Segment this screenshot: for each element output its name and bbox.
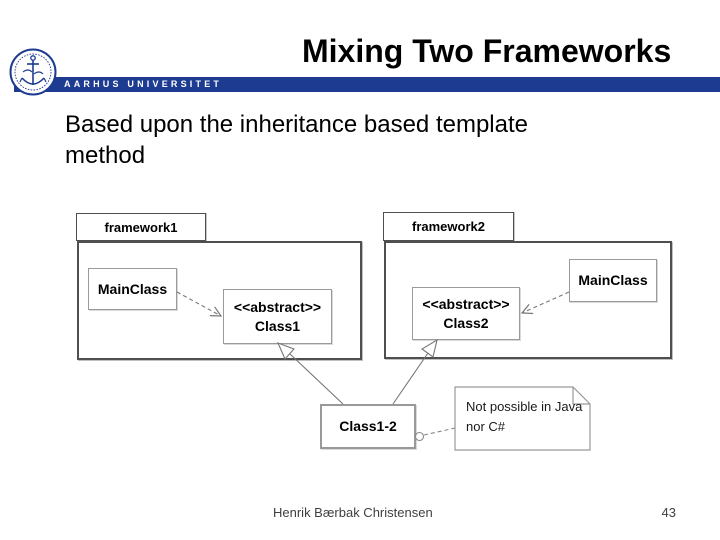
class-box-class1: <<abstract>> Class1	[223, 289, 332, 344]
seal-inner-ring	[14, 53, 52, 91]
class-box-class1-2: Class1-2	[320, 404, 416, 449]
note-anchor-circle-icon	[414, 431, 425, 442]
footer-page-number: 43	[661, 505, 676, 520]
class-label: MainClass	[578, 272, 648, 288]
stereotype-label: <<abstract>>	[233, 298, 322, 315]
class-label: MainClass	[97, 280, 168, 297]
university-brand-bar: AARHUS UNIVERSITET	[14, 77, 720, 92]
inheritance-line-class1	[289, 353, 344, 405]
package1-tab: framework1	[76, 213, 206, 241]
class-box-class2: <<abstract>> Class2	[412, 287, 520, 340]
class-box-mainclass-fw1: MainClass	[88, 268, 177, 310]
page-title: Mixing Two Frameworks	[302, 33, 672, 69]
stereotype-label: <<abstract>>	[422, 295, 510, 312]
class-label: Class2	[443, 314, 489, 331]
class-label: Class1-2	[339, 418, 397, 434]
package2-name: framework2	[412, 219, 485, 234]
university-name: AARHUS UNIVERSITET	[64, 79, 223, 89]
class-label: Class1	[254, 317, 301, 334]
note-connector	[423, 427, 456, 436]
inheritance-line-class2	[392, 352, 429, 405]
note-text: Not possible in Java nor C#	[466, 399, 583, 434]
package2-tab: framework2	[383, 212, 514, 241]
class-box-mainclass-fw2: MainClass	[569, 259, 657, 302]
university-seal	[9, 48, 57, 96]
anchor-icon	[19, 55, 47, 85]
slide-subtitle: Based upon the inheritance based templat…	[65, 111, 528, 169]
footer-author: Henrik Bærbak Christensen	[273, 505, 433, 520]
package1-name: framework1	[104, 219, 178, 235]
